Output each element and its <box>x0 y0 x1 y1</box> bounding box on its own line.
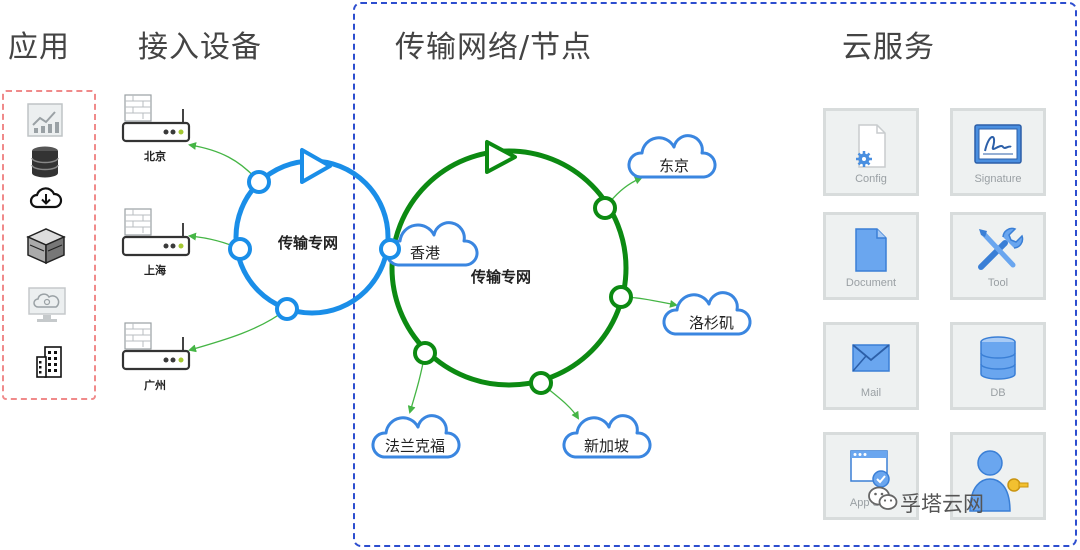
cloud-label-tokyo: 东京 <box>659 157 690 175</box>
watermark-text: 孚塔云网 <box>900 492 984 516</box>
user-key-icon <box>969 450 1029 512</box>
green-node <box>593 196 617 220</box>
service-tile-document[interactable]: Document <box>823 212 919 300</box>
router-icon <box>121 322 191 371</box>
document-icon <box>855 228 887 272</box>
heading-transport-network: 传输网络/节点 <box>395 30 593 65</box>
cloud-services-panel <box>353 2 1077 547</box>
heading-cloud-services: 云服务 <box>842 30 935 65</box>
cloud-icon <box>371 134 752 459</box>
monitor-cloud-icon <box>28 287 66 322</box>
service-tile-db[interactable]: DB <box>950 322 1046 410</box>
router-icon <box>121 94 191 143</box>
service-label: Tool <box>987 277 1009 289</box>
database-icon <box>980 336 1016 380</box>
tools-icon <box>978 227 1024 270</box>
service-tile-user[interactable] <box>950 432 1046 520</box>
green-transport-ring <box>389 148 629 388</box>
green-node <box>529 371 553 395</box>
applications-box <box>2 90 96 400</box>
heading-apps: 应用 <box>8 30 70 65</box>
wechat-icon <box>868 486 898 510</box>
building-icon <box>36 346 62 378</box>
heading-access-devices: 接入设备 <box>138 30 262 65</box>
service-label: Document <box>845 277 897 289</box>
service-tile-tool[interactable]: Tool <box>950 212 1046 300</box>
file-gear-icon <box>856 124 886 168</box>
service-label: Mail <box>860 387 882 399</box>
device-label-guangzhou: 广州 <box>144 379 166 392</box>
database-icon <box>31 146 59 178</box>
green-node <box>609 285 633 309</box>
blue-node <box>379 238 401 260</box>
blue-network-label: 传输专网 <box>278 234 339 252</box>
mail-icon <box>852 344 890 372</box>
blue-ring-arrow <box>300 148 332 184</box>
device-label-shanghai: 上海 <box>144 264 166 277</box>
green-network-label: 传输专网 <box>471 268 532 286</box>
cloud-label-losangeles: 洛杉矶 <box>689 314 735 332</box>
router-icon <box>121 208 191 257</box>
green-ring-arrow <box>485 140 517 174</box>
device-label-beijing: 北京 <box>144 150 166 163</box>
cloud-label-frankfurt: 法兰克福 <box>385 437 446 455</box>
cloud-label-singapore: 新加坡 <box>584 437 630 455</box>
blue-node <box>228 237 252 261</box>
server-icon <box>26 228 66 265</box>
app-window-icon <box>850 450 890 488</box>
link-guangzhou <box>188 308 288 353</box>
service-tile-mail[interactable]: Mail <box>823 322 919 410</box>
chart-icon <box>27 103 63 137</box>
signature-icon <box>974 124 1022 164</box>
service-label: Config <box>855 173 887 185</box>
service-tile-signature[interactable]: Signature <box>950 108 1046 196</box>
cloud-download-icon <box>29 187 63 209</box>
service-label: DB <box>990 387 1006 399</box>
service-tile-config[interactable]: Config <box>823 108 919 196</box>
blue-node <box>247 170 271 194</box>
blue-node <box>275 297 299 321</box>
service-label: Signature <box>974 173 1022 185</box>
cloud-label-hongkong: 香港 <box>410 244 441 262</box>
green-node <box>413 341 437 365</box>
